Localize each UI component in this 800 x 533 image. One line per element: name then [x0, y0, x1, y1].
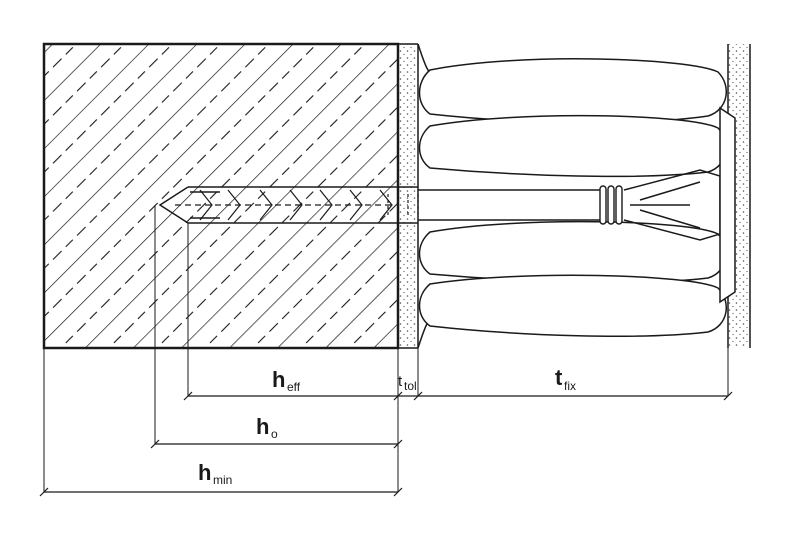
- base-material: [42, 42, 400, 350]
- anchor-thread-marks: [387, 194, 419, 216]
- anchor-plate: [623, 106, 736, 304]
- dimension-lines: [39, 391, 733, 497]
- h-min-subscript: min: [213, 473, 232, 487]
- reference-lines: [43, 205, 729, 492]
- anchor-expansion-segments: [175, 189, 395, 221]
- insulation-layer: [417, 43, 727, 349]
- h-o-symbol: h: [256, 414, 269, 439]
- t-tol-subscript: tol: [404, 379, 417, 393]
- h-eff-subscript: eff: [287, 380, 301, 394]
- label-h-min: h min: [198, 460, 232, 487]
- h-eff-symbol: h: [272, 367, 285, 392]
- anchor-collar-rings: [599, 185, 623, 225]
- h-o-subscript: o: [271, 427, 278, 441]
- t-tol-symbol: t: [398, 373, 403, 390]
- label-t-tol: t tol: [398, 373, 417, 393]
- label-t-fix: t fix: [555, 365, 576, 393]
- t-fix-symbol: t: [555, 365, 563, 390]
- anchor-sleeve: [158, 186, 604, 224]
- label-h-o: h o: [256, 414, 278, 441]
- label-h-eff: h eff: [272, 367, 301, 394]
- h-min-symbol: h: [198, 460, 211, 485]
- t-fix-subscript: fix: [564, 379, 576, 393]
